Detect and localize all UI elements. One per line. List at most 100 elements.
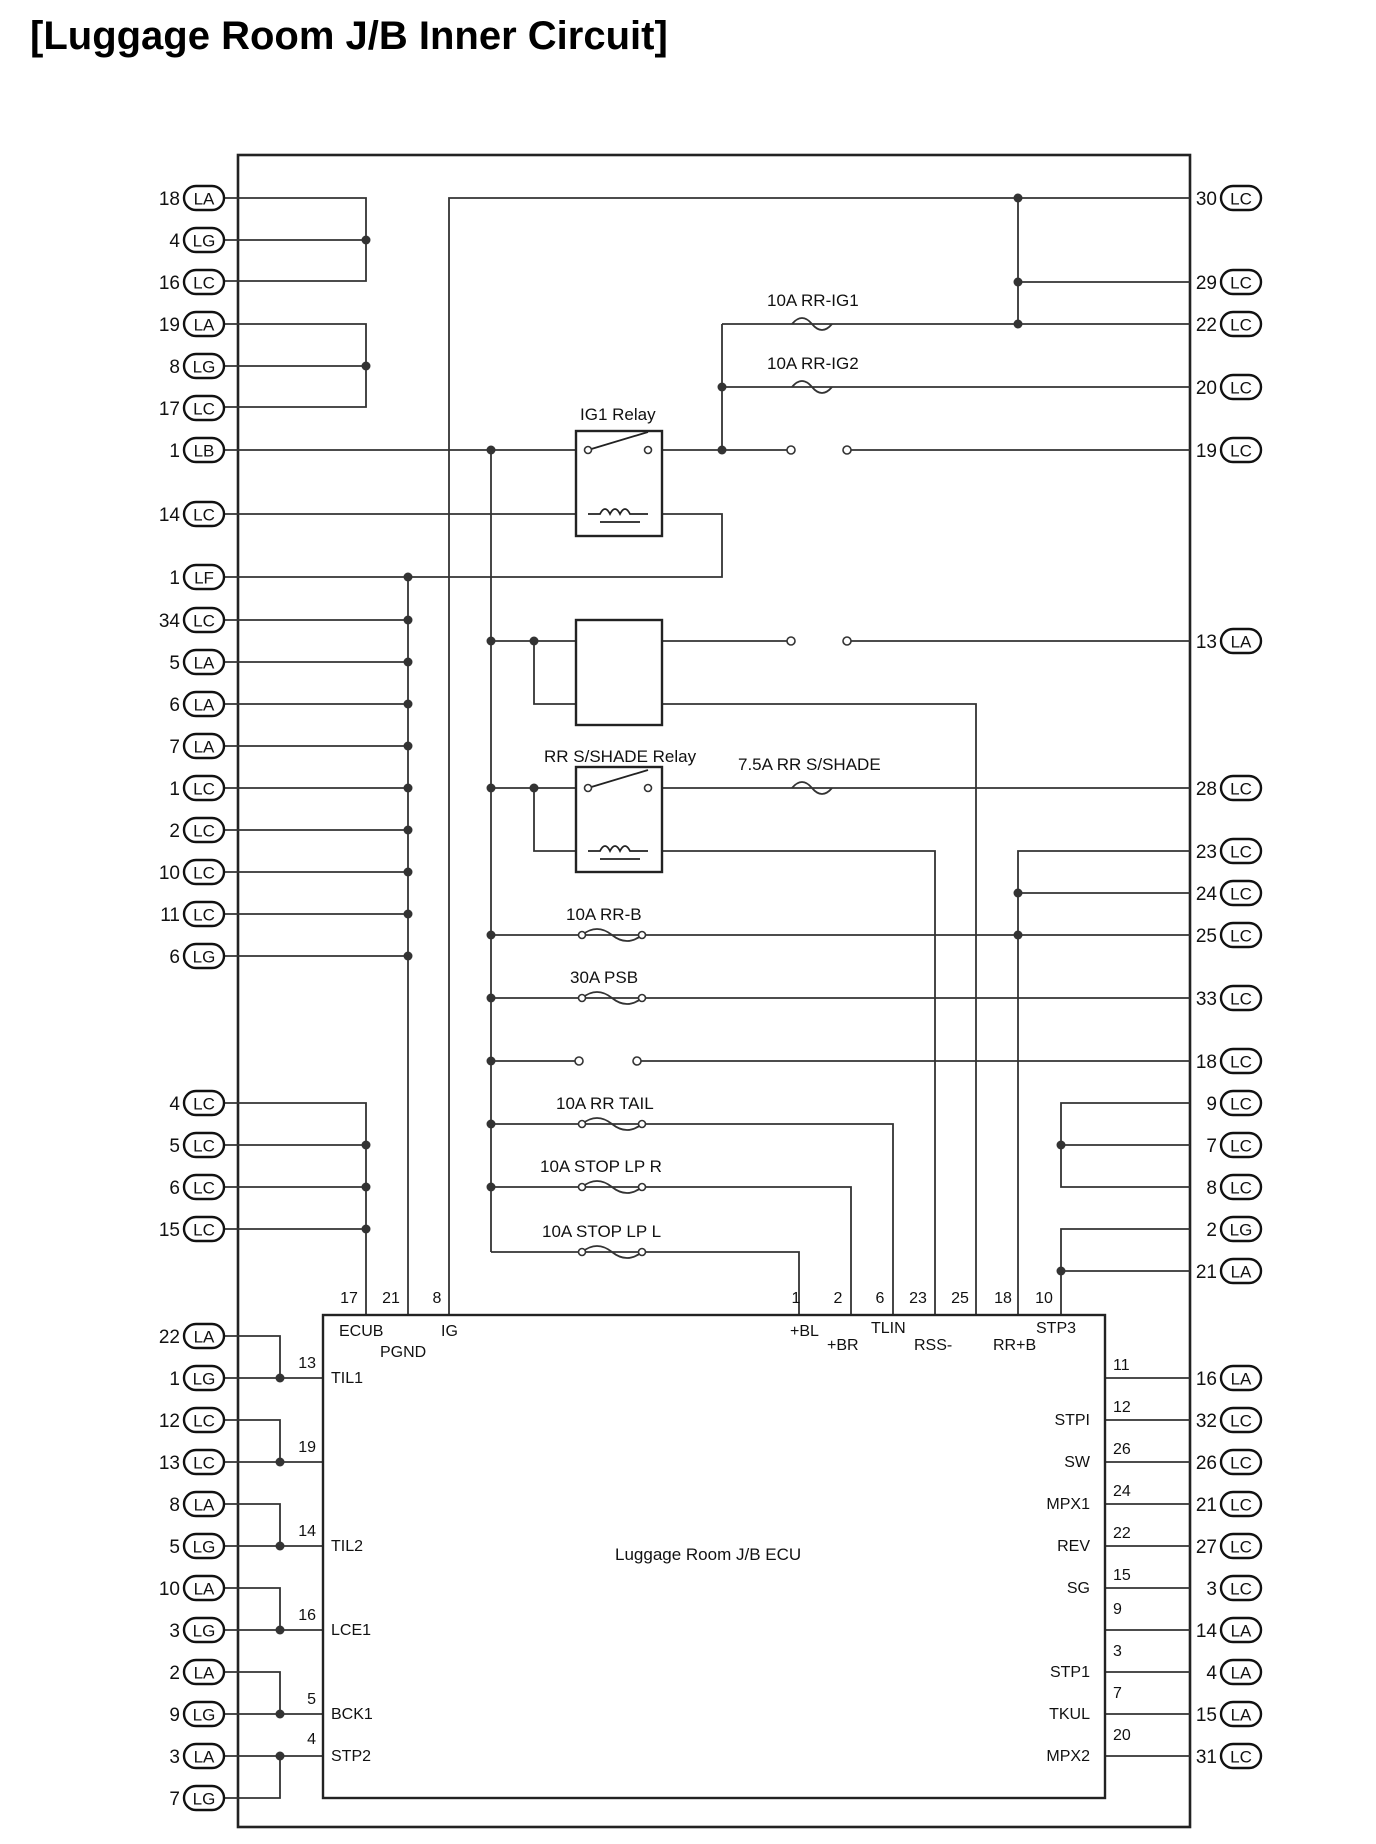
connector-name: LC [1230,1095,1252,1114]
connector-pin-number: 8 [169,357,180,378]
connector-oval [182,606,226,634]
connector-name: LC [1230,442,1252,461]
ecu-pin-number: 3 [1113,1643,1122,1660]
connector-name: LA [1231,1706,1252,1725]
ecu-pin-number: 24 [1113,1483,1131,1500]
connector-oval [182,500,226,528]
relay-unlabeled [574,618,664,727]
connector-pin-number: 34 [159,611,181,632]
connector-oval [1219,1742,1263,1770]
ecu-signal-name: STP2 [331,1748,371,1765]
ecu-pin-number: 6 [876,1290,885,1307]
ecu-signal-name: RSS- [914,1337,952,1354]
connector-name: LC [193,1137,215,1156]
connector-oval [182,352,226,380]
connector-name: LC [193,1095,215,1114]
ecu-pin-number: 5 [307,1691,316,1708]
connector-oval [1219,984,1263,1012]
connector-oval [1219,1574,1263,1602]
connector-pin-number: 16 [159,273,180,294]
ecu-signal-name: PGND [380,1344,426,1361]
connector-pin-number: 6 [169,1178,180,1199]
connector-name: LC [1230,927,1252,946]
connector-name: LA [1231,1622,1252,1641]
connector-pin-number: 8 [1206,1178,1217,1199]
connector-pin-number: 28 [1196,779,1217,800]
fuse-labels: 10A RR-IG1 10A RR-IG2 7.5A RR S/SHADE 10… [540,291,881,1241]
ecu-pin-number: 26 [1113,1441,1131,1458]
connector-name: LC [193,822,215,841]
connector-oval [182,226,226,254]
connector-pin-number: 4 [1206,1663,1217,1684]
wiring [224,197,1190,1799]
connector-pin-number: 13 [1196,632,1217,653]
connector-oval [182,1658,226,1686]
connector-name: LB [194,442,215,461]
connector-pin-number: 31 [1196,1747,1217,1768]
ecu-signal-name: +BR [827,1337,859,1354]
connector-oval [1219,310,1263,338]
connector-oval [182,1089,226,1117]
connector-name: LA [194,738,215,757]
ecu-pin-number: 2 [834,1290,843,1307]
connector-pin-number: 32 [1196,1411,1217,1432]
ecu-pin-number: 13 [298,1355,316,1372]
ecu-pin-number: 9 [1113,1601,1122,1618]
connector-name: LA [1231,1263,1252,1282]
connector-name: LC [193,1412,215,1431]
connector-pin-number: 15 [1196,1705,1217,1726]
connector-pin-number: 1 [169,1369,180,1390]
connector-name: LC [1230,1496,1252,1515]
connector-name: LC [1230,1538,1252,1557]
connector-pin-number: 4 [169,231,180,252]
connector-oval [1219,921,1263,949]
relay-labels: IG1 Relay RR S/SHADE Relay [544,405,697,766]
connector-oval [182,310,226,338]
connector-name: LA [1231,1370,1252,1389]
connector-pin-number: 12 [159,1411,180,1432]
connector-oval [182,648,226,676]
ecu-signal-name: SW [1064,1454,1091,1471]
fuse-label: 10A RR TAIL [556,1094,654,1113]
connector-oval [1219,1089,1263,1117]
connector-pin-number: 7 [1206,1136,1217,1157]
connector-name: LG [193,358,216,377]
connector-pin-number: 5 [169,1136,180,1157]
ecu-pin-number: 17 [340,1290,358,1307]
connector-name: LG [193,1538,216,1557]
connector-name: LG [193,948,216,967]
connector-name: LG [193,1790,216,1809]
connector-name: LC [1230,1137,1252,1156]
connector-oval [1219,1448,1263,1476]
connector-oval [182,1131,226,1159]
connector-pin-number: 3 [1206,1579,1217,1600]
ecu-pin-number: 20 [1113,1727,1131,1744]
connector-pin-number: 30 [1196,189,1217,210]
connector-name: LC [193,274,215,293]
connector-name: LC [1230,274,1252,293]
connector-name: LA [194,654,215,673]
ecu-signal-name: +BL [790,1323,819,1340]
connector-oval [1219,1173,1263,1201]
connector-oval [182,690,226,718]
connector-pin-number: 15 [159,1220,180,1241]
fuse-symbols [577,317,833,1259]
connector-pin-number: 11 [160,905,180,926]
connector-oval [1219,373,1263,401]
connector-oval [1219,1406,1263,1434]
connector-pin-number: 2 [169,1663,180,1684]
connector-name: LG [193,1622,216,1641]
ecu-signal-name: MPX2 [1046,1748,1090,1765]
ecu-pin-number: 1 [792,1290,801,1307]
connector-pin-number: 23 [1196,842,1217,863]
connector-oval [1219,268,1263,296]
ecu-pin-number: 14 [298,1523,316,1540]
connector-name: LC [1230,843,1252,862]
connector-name: LA [1231,633,1252,652]
connector-oval [182,816,226,844]
connector-pin-number: 20 [1196,378,1217,399]
connector-name: LA [194,190,215,209]
connector-pin-number: 19 [159,315,180,336]
connector-name: LC [1230,885,1252,904]
